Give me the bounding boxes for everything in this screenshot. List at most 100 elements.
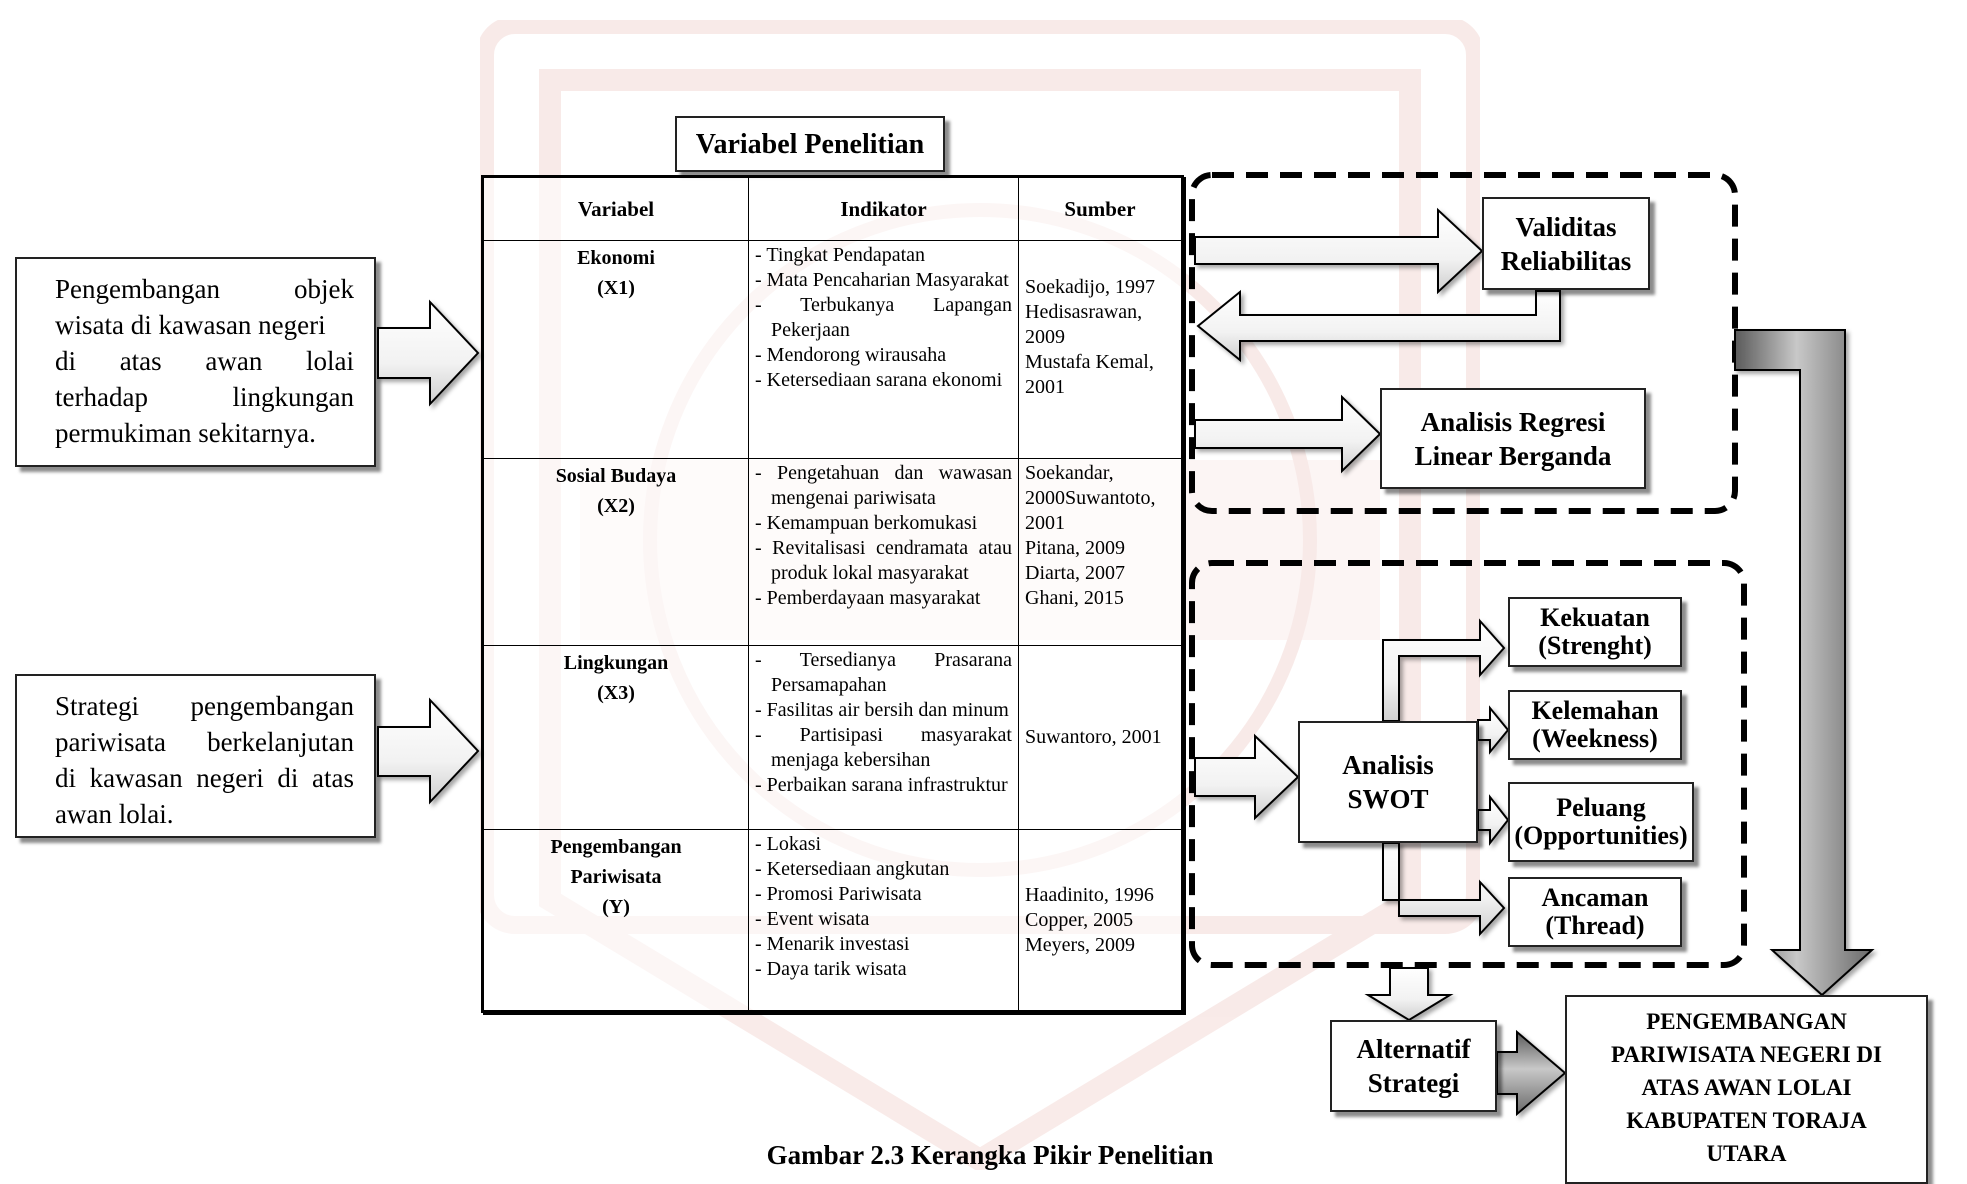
- input-box-strategi: Strategi pengembangan pariwisata berkela…: [15, 674, 376, 838]
- arrow-input-2: [377, 697, 480, 805]
- indicator-item: Kemampuan berkomukasi: [755, 511, 1012, 536]
- source-item: Pitana, 2009: [1025, 537, 1125, 559]
- arrow-to-final: [1734, 329, 1875, 997]
- swot-label-1: Analisis: [1342, 750, 1434, 780]
- final-line: PENGEMBANGAN: [1646, 1009, 1847, 1034]
- arrow-alternatif-to-final: [1496, 1029, 1567, 1117]
- arrow-to-ancaman: [1382, 842, 1506, 937]
- ancaman-label: Ancaman: [1541, 883, 1649, 912]
- source-item: Soekadijo, 1997: [1025, 276, 1155, 298]
- header-sumber: Sumber: [1018, 176, 1183, 241]
- arrow-input-1: [377, 299, 480, 407]
- header-indikator: Indikator: [748, 176, 1019, 241]
- alternative-label-2: Strategi: [1367, 1068, 1460, 1098]
- source-cell: Soekandar, 2000Suwantoto, 2001 Pitana, 2…: [1018, 458, 1183, 646]
- swot-group: [1189, 560, 1747, 968]
- peluang-label: Peluang: [1556, 793, 1646, 822]
- input-line: awan lolai.: [55, 799, 174, 829]
- swot-peluang-box: Peluang (Opportunities): [1508, 782, 1694, 862]
- variable-name: Pengembangan: [550, 836, 682, 858]
- arrow-from-validity: [1196, 289, 1561, 363]
- indicator-item: Event wisata: [755, 907, 1012, 932]
- regression-box: Analisis Regresi Linear Berganda: [1380, 388, 1646, 489]
- indicator-item: Perbaikan sarana infrastruktur: [755, 773, 1012, 798]
- input-line: Strategi pengembangan: [55, 691, 354, 721]
- variable-name: Lingkungan: [563, 652, 669, 674]
- table-row-lingkungan: Lingkungan (X3) Tersedianya Prasarana Pe…: [482, 645, 1183, 830]
- source-item: Copper, 2005: [1025, 908, 1134, 931]
- table-header-row: Variabel Indikator Sumber: [482, 176, 1183, 241]
- indicator-item: Ketersediaan sarana ekonomi: [755, 368, 1012, 393]
- input-line: di atas awan lolai: [55, 346, 354, 376]
- indicator-item: Pemberdayaan masyarakat: [755, 586, 1012, 611]
- indicator-item: Pengetahuan dan wawasan mengenai pariwis…: [755, 461, 1012, 511]
- indicator-item: Terbukanya Lapangan Pekerjaan: [755, 293, 1012, 343]
- indicator-cell: Tingkat Pendapatan Mata Pencaharian Masy…: [748, 240, 1019, 459]
- source-item: Mustafa Kemal, 2001: [1025, 351, 1154, 398]
- swot-kelemahan-box: Kelemahan (Weekness): [1508, 690, 1682, 760]
- arrow-to-kelemahan: [1477, 705, 1510, 755]
- source-item: Ghani, 2015: [1025, 587, 1124, 609]
- indicator-item: Ketersediaan angkutan: [755, 857, 1012, 882]
- indicator-item: Menarik investasi: [755, 932, 1012, 957]
- variable-code: (Y): [602, 896, 630, 918]
- peluang-sub: (Opportunities): [1514, 821, 1688, 850]
- indicator-item: Promosi Pariwisata: [755, 882, 1012, 907]
- kekuatan-label: Kekuatan: [1540, 603, 1650, 632]
- source-item: Hedisasrawan, 2009: [1025, 301, 1143, 348]
- arrow-to-kekuatan: [1382, 618, 1506, 722]
- source-item: Haadinito, 1996: [1025, 883, 1154, 906]
- arrow-to-peluang: [1477, 794, 1510, 846]
- indicator-item: Tersedianya Prasarana Persamapahan: [755, 648, 1012, 698]
- figure-caption: Gambar 2.3 Kerangka Pikir Penelitian: [766, 1140, 1214, 1170]
- source-item: Soekandar, 2000Suwantoto, 2001: [1025, 462, 1156, 534]
- final-line: KABUPATEN TORAJA: [1626, 1108, 1867, 1133]
- input-line: permukiman sekitarnya.: [55, 418, 316, 448]
- alternative-strategy-box: Alternatif Strategi: [1330, 1020, 1497, 1112]
- kelemahan-sub: (Weekness): [1532, 724, 1658, 753]
- indicator-cell: Tersedianya Prasarana Persamapahan Fasil…: [748, 645, 1019, 830]
- input-line: Pengembangan objek: [55, 274, 354, 304]
- table-row-pengembangan-pariwisata: Pengembangan Pariwisata (Y) Lokasi Keter…: [482, 829, 1183, 1012]
- validity-reliability-box: Validitas Reliabilitas: [1482, 197, 1650, 290]
- header-variabel: Variabel: [482, 176, 749, 241]
- kelemahan-label: Kelemahan: [1531, 696, 1659, 725]
- variable-code: (X1): [597, 277, 635, 299]
- variable-cell: Ekonomi (X1): [482, 240, 749, 459]
- swot-label-2: SWOT: [1347, 784, 1429, 814]
- indicator-item: Partisipasi masyarakat menjaga kebersiha…: [755, 723, 1012, 773]
- source-item: Diarta, 2007: [1025, 562, 1125, 584]
- variable-cell: Sosial Budaya (X2): [482, 458, 749, 646]
- table-title: Variabel Penelitian: [675, 116, 945, 172]
- variable-code: (X3): [597, 682, 635, 704]
- final-line: PARIWISATA NEGERI DI: [1611, 1042, 1882, 1067]
- source-cell: Suwantoro, 2001: [1018, 645, 1183, 830]
- indicator-item: Revitalisasi cendramata atau produk loka…: [755, 536, 1012, 586]
- arrow-to-alternatif: [1364, 967, 1454, 1022]
- arrow-to-validity: [1194, 207, 1484, 295]
- swot-kekuatan-box: Kekuatan (Strenght): [1508, 597, 1682, 667]
- source-cell: Haadinito, 1996 Copper, 2005 Meyers, 200…: [1018, 829, 1183, 1012]
- arrow-to-swot: [1194, 733, 1300, 821]
- final-line: UTARA: [1706, 1141, 1787, 1166]
- input-line: terhadap lingkungan: [55, 382, 354, 412]
- validity-label: Validitas: [1515, 211, 1617, 242]
- reliability-label: Reliabilitas: [1500, 245, 1632, 276]
- source-item: Suwantoro, 2001: [1025, 726, 1162, 748]
- variable-name: Ekonomi: [577, 247, 655, 269]
- variable-code: (X2): [597, 495, 635, 517]
- variable-name: Sosial Budaya: [555, 465, 677, 487]
- source-item: Meyers, 2009: [1025, 933, 1135, 956]
- arrow-to-regression: [1194, 394, 1382, 474]
- final-goal-box: PENGEMBANGAN PARIWISATA NEGERI DI ATAS A…: [1565, 995, 1928, 1184]
- table-row-ekonomi: Ekonomi (X1) Tingkat Pendapatan Mata Pen…: [482, 240, 1183, 459]
- input-box-objek-wisata: Pengembangan objek wisata di kawasan neg…: [15, 257, 376, 467]
- input-line: wisata di kawasan negeri: [55, 310, 326, 340]
- swot-analysis-box: Analisis SWOT: [1298, 721, 1478, 843]
- source-cell: Soekadijo, 1997 Hedisasrawan, 2009 Musta…: [1018, 240, 1183, 459]
- indicator-item: Mata Pencaharian Masyarakat: [755, 268, 1012, 293]
- indicator-cell: Lokasi Ketersediaan angkutan Promosi Par…: [748, 829, 1019, 1012]
- input-line: pariwisata berkelanjutan: [55, 727, 354, 757]
- indicator-item: Daya tarik wisata: [755, 957, 1012, 982]
